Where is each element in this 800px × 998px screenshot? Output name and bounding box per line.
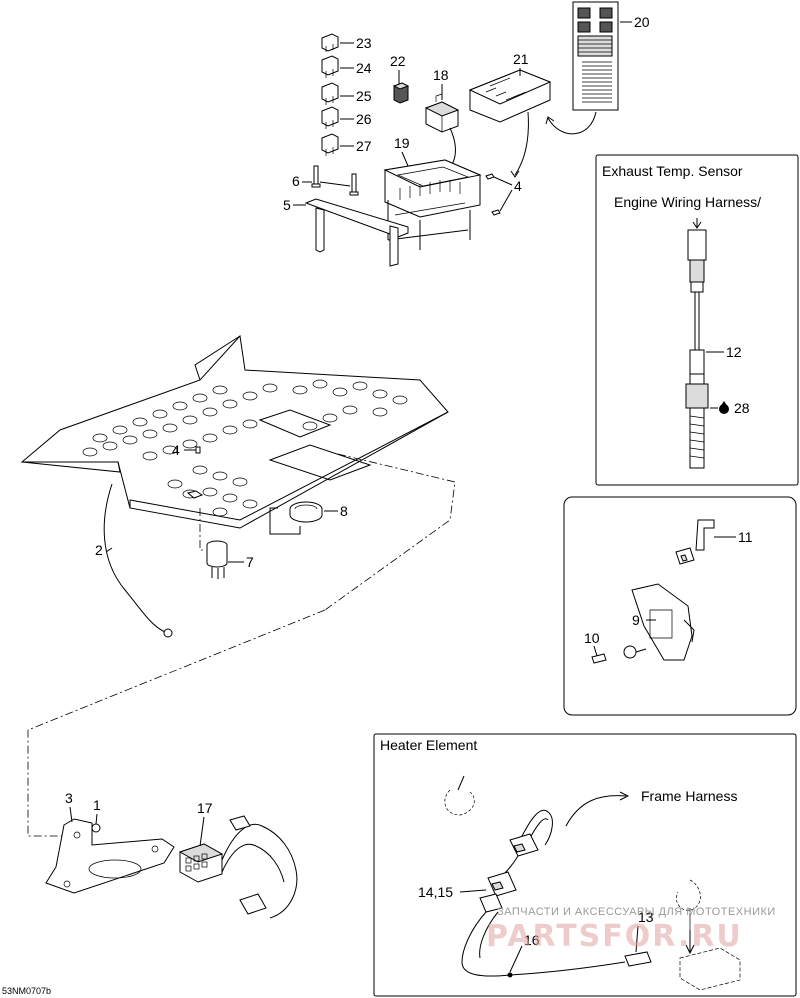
callout-3: 3 [65, 790, 73, 806]
callout-21: 21 [513, 51, 529, 67]
grommet-8 [289, 501, 323, 523]
caption-heater-element: Heater Element [380, 737, 477, 753]
callout-17: 17 [197, 800, 213, 816]
callout-24: 24 [356, 60, 372, 76]
watermark-text: ЗАПЧАСТИ И АКСЕССУАРЫ ДЛЯ МОТОТЕХНИКИ [497, 906, 776, 918]
fastener-10 [591, 645, 647, 664]
fuse-set [321, 33, 354, 156]
caption-engine-wiring-harness: Engine Wiring Harness/ [614, 194, 761, 210]
callout-14-15: 14,15 [418, 884, 453, 900]
fuse-holder-19 [383, 159, 482, 250]
hose-11 [675, 519, 715, 565]
bracket-9 [631, 583, 695, 661]
callout-19: 19 [394, 135, 410, 151]
screws-4-top [485, 173, 501, 216]
washer-1 [91, 823, 101, 833]
drawing-code: 53NM0707b [2, 986, 51, 996]
callout-5: 5 [283, 197, 291, 213]
relay-22 [392, 82, 410, 104]
part-7-connector [206, 540, 228, 579]
callout-16: 16 [524, 932, 540, 948]
exhaust-temp-sensor-12 [685, 229, 709, 469]
fuse-box-cover-21 [468, 69, 552, 123]
callout-7: 7 [246, 554, 254, 570]
callout-26: 26 [356, 111, 372, 127]
callout-2: 2 [95, 542, 103, 558]
heater-harness [444, 775, 741, 991]
caption-frame-harness: Frame Harness [641, 788, 737, 804]
watermark-logo: PARTSFOR.RU [486, 919, 743, 954]
label-sticker-20 [572, 1, 619, 111]
relay-18 [424, 93, 460, 133]
callout-13: 13 [638, 909, 654, 925]
callout-9: 9 [632, 612, 640, 628]
mounting-plate-3 [45, 818, 175, 894]
heater-element-box [373, 733, 797, 997]
exhaust-temp-sensor-box [595, 154, 799, 486]
callout-4-top: 4 [514, 178, 522, 194]
callout-28: 28 [734, 400, 750, 416]
callout-11: 11 [738, 529, 753, 545]
callout-4-tray: 4 [172, 442, 180, 458]
caption-exhaust-temp-sensor: Exhaust Temp. Sensor [602, 163, 743, 179]
connector-17 [178, 815, 298, 919]
callout-18: 18 [433, 67, 449, 83]
sensor-bracket-box [563, 496, 797, 716]
sealant-drop-icon [719, 401, 729, 414]
callout-8: 8 [340, 503, 348, 519]
callout-23: 23 [356, 35, 372, 51]
callout-6: 6 [292, 173, 300, 189]
callout-22: 22 [390, 53, 406, 69]
callout-1: 1 [93, 797, 101, 813]
bolts-6 [311, 165, 359, 196]
callout-27: 27 [356, 138, 372, 154]
electrical-tray [20, 334, 449, 529]
callout-25: 25 [356, 88, 372, 104]
callout-20: 20 [634, 14, 650, 30]
callout-12: 12 [726, 344, 742, 360]
callout-10: 10 [584, 630, 600, 646]
bracket-5 [304, 198, 409, 267]
